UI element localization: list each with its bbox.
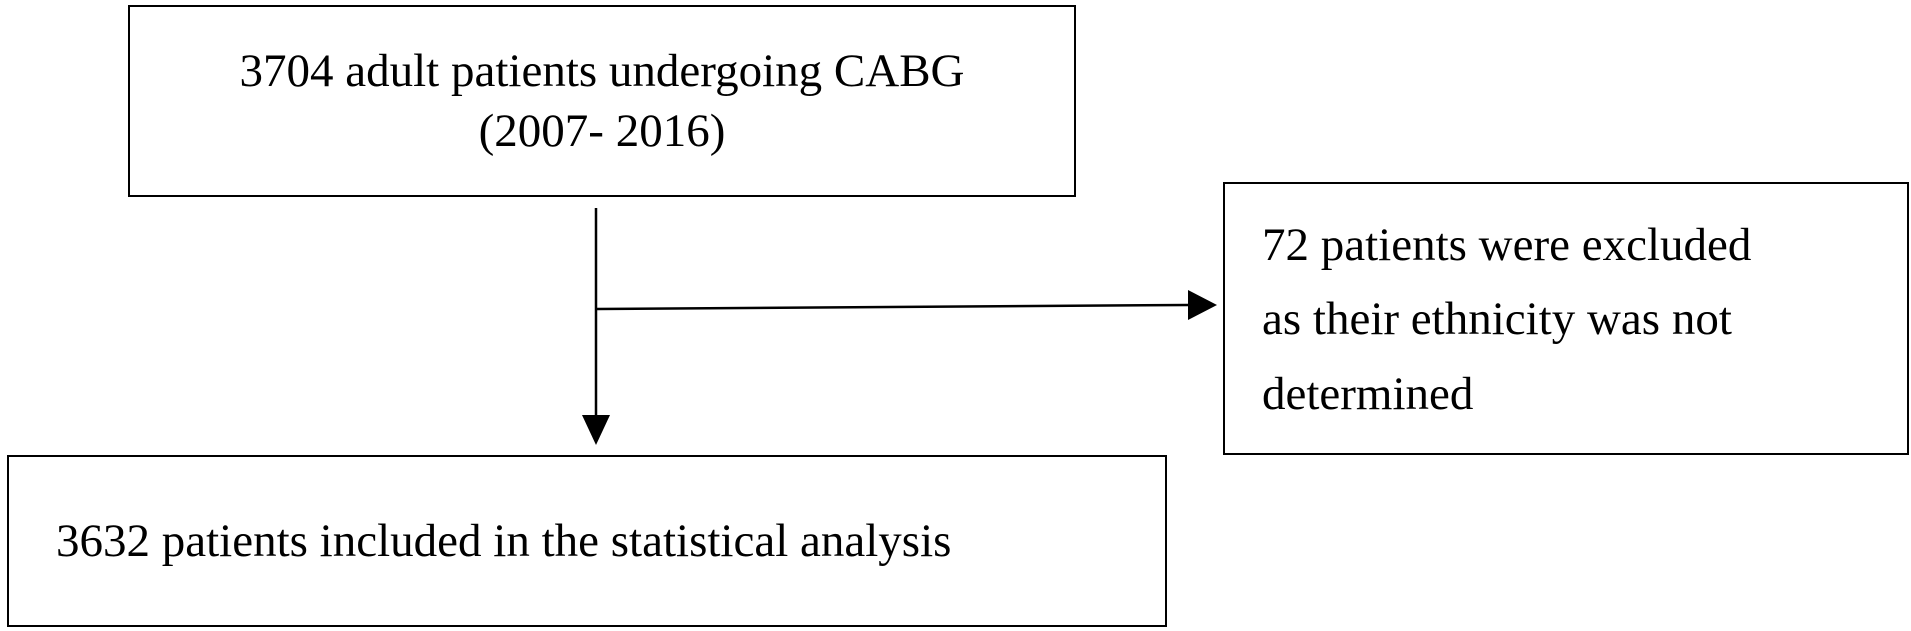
excluded-line-3: determined [1262, 367, 1474, 420]
down-arrowhead [582, 415, 610, 445]
excluded-patients-box: 72 patients were excluded as their ethni… [1223, 182, 1909, 455]
included-patients-box: 3632 patients included in the statistica… [7, 455, 1167, 627]
exclusion-branch-line [596, 303, 1189, 311]
excluded-line-2: as their ethnicity was not [1262, 293, 1732, 346]
source-population-line-2: (2007- 2016) [478, 105, 726, 157]
source-population-box: 3704 adult patients undergoing CABG (200… [128, 5, 1076, 197]
right-arrowhead [1188, 290, 1217, 320]
source-population-line-1: 3704 adult patients undergoing CABG [239, 44, 965, 97]
excluded-line-1: 72 patients were excluded [1262, 219, 1752, 271]
included-patients-text: 3632 patients included in the statistica… [56, 514, 952, 567]
